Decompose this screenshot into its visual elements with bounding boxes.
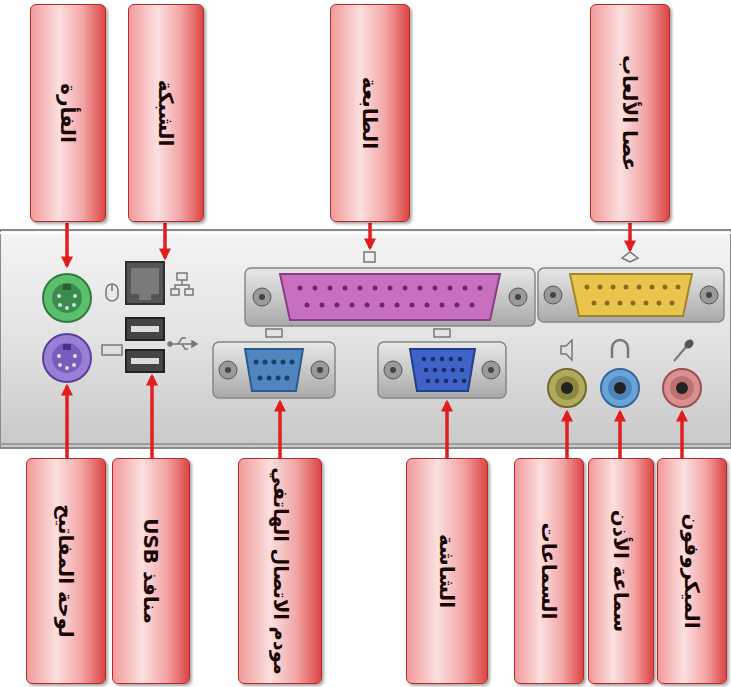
leader-arrows <box>67 223 682 458</box>
port-label: الشاشة <box>435 534 459 608</box>
label-box: الطابعة <box>330 4 410 222</box>
joystick-port <box>538 268 724 322</box>
port-label: الميكروفون <box>680 513 704 628</box>
usb-ports <box>126 318 164 372</box>
label-box: لوحة المفاتيح <box>26 458 106 684</box>
headphone-jack <box>601 369 639 407</box>
label-box: الشاشة <box>406 458 488 684</box>
network-icon <box>171 273 193 295</box>
port-label: السماعات <box>537 523 561 620</box>
printer-icon <box>364 252 375 262</box>
label-box: الميكروفون <box>657 458 727 684</box>
speaker-jack <box>548 369 586 407</box>
joystick-icon <box>622 252 638 262</box>
parallel-printer-port <box>245 268 535 326</box>
mouse-icon <box>106 284 118 301</box>
network-port <box>126 262 164 304</box>
label-box: منافذ USB <box>112 458 190 684</box>
serial-modem-port <box>213 342 335 398</box>
speaker-icon <box>561 340 572 360</box>
vga-icon <box>434 329 450 337</box>
port-label: مودم الاتصال الهاتفي <box>268 467 291 675</box>
port-label: سماعة الأذن <box>609 510 633 632</box>
ps2-mouse-port <box>43 274 91 322</box>
label-box: عصا الألعاب <box>590 4 670 222</box>
port-label: الطابعة <box>358 77 382 149</box>
label-box: سماعة الأذن <box>588 458 654 684</box>
label-box: السماعات <box>514 458 584 684</box>
label-box: الفأرة <box>30 4 106 222</box>
port-label: الفأرة <box>56 83 80 143</box>
ps2-keyboard-port <box>43 334 91 382</box>
port-label: الشبكة <box>154 80 178 147</box>
port-label: منافذ USB <box>139 518 163 624</box>
vga-port <box>378 342 506 398</box>
usb-icon <box>168 338 197 349</box>
microphone-icon <box>674 338 695 361</box>
port-label: عصا الألعاب <box>618 55 642 171</box>
keyboard-icon <box>102 345 122 355</box>
label-box: مودم الاتصال الهاتفي <box>238 458 322 684</box>
microphone-jack <box>663 369 701 407</box>
port-label: لوحة المفاتيح <box>54 504 78 637</box>
headphone-icon <box>612 340 628 358</box>
label-box: الشبكة <box>128 4 204 222</box>
serial-icon <box>266 329 282 337</box>
